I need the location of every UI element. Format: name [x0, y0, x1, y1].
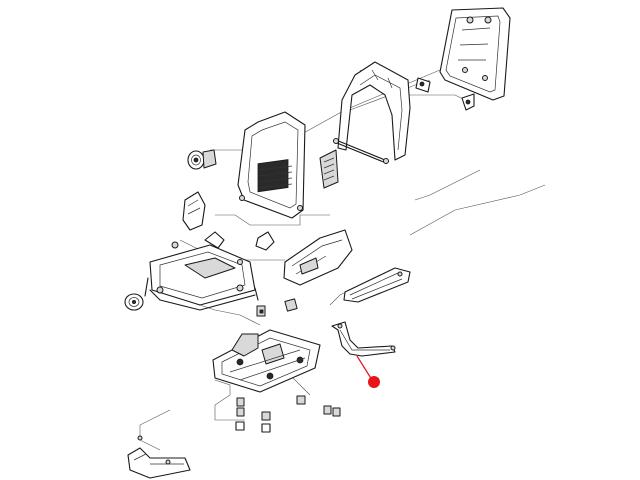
connectors	[256, 298, 298, 317]
cushion-frame	[144, 241, 259, 311]
recliner-motor	[187, 149, 217, 170]
leader-line	[356, 355, 373, 381]
lower-fasteners	[235, 395, 341, 433]
seat-back-panel	[439, 7, 511, 101]
lower-bracket	[127, 435, 191, 479]
cushion-side-shield	[283, 229, 353, 286]
highlight-marker[interactable]	[368, 376, 380, 388]
upper-clips	[415, 77, 475, 111]
cross-bar	[333, 138, 389, 164]
track-rail	[343, 267, 411, 303]
lumbar-pad	[319, 149, 339, 189]
seat-back-frame	[237, 111, 306, 219]
buckle-cover	[124, 293, 144, 311]
side-trim-left	[182, 191, 275, 251]
cushion-pan	[212, 329, 321, 393]
callout	[356, 355, 380, 388]
wire-bracket-highlighted	[331, 321, 396, 357]
side-shield	[337, 61, 411, 161]
